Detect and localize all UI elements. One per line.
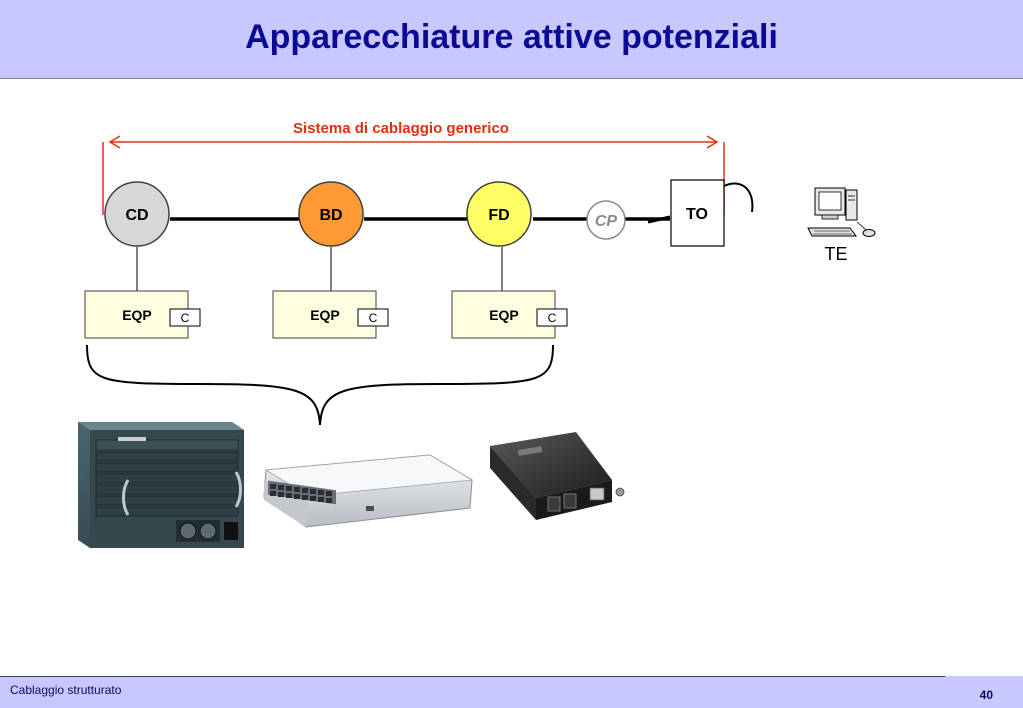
- patch-cord: [723, 182, 754, 213]
- node-cd-label: CD: [125, 207, 148, 224]
- span-arrow-right: [706, 135, 719, 149]
- eqp-connector-3: [536, 308, 568, 327]
- node-to: [670, 179, 725, 247]
- node-to-label: TO: [686, 206, 708, 223]
- node-cp: [586, 200, 626, 240]
- cabling-span: [102, 135, 725, 215]
- slide-title: Apparecchiature attive potenziali: [245, 18, 778, 56]
- node-te-label: TE: [824, 244, 847, 264]
- computer-icon: [807, 187, 876, 237]
- slide-footer: [0, 676, 1023, 708]
- grouping-brace: [86, 344, 554, 426]
- chassis-switch-picture: [78, 422, 244, 548]
- eqp-connector-label-1: C: [181, 311, 190, 325]
- eqp-box-3: EQP C: [451, 290, 568, 339]
- node-fd: [466, 181, 532, 247]
- node-cd: [104, 181, 170, 247]
- footer-course-title: Cablaggio strutturato: [10, 683, 122, 697]
- node-fd-label: FD: [488, 207, 509, 224]
- eqp-connector-1: [169, 308, 201, 327]
- slide-header: [0, 0, 1023, 79]
- span-label: Sistema di cablaggio generico: [293, 120, 509, 137]
- span-arrow-left: [108, 135, 121, 149]
- page-number: 40: [979, 688, 993, 702]
- eqp-box-2: EQP C: [272, 290, 389, 339]
- cable-cp-to-bend: [647, 215, 671, 224]
- media-converter-picture: [490, 432, 625, 520]
- node-bd-label: BD: [319, 207, 342, 224]
- rack-switch-picture: [263, 454, 474, 528]
- eqp-connector-2: [357, 308, 389, 327]
- eqp-label-1: EQP: [122, 307, 152, 323]
- footer-divider: [0, 676, 945, 677]
- eqp-connector-label-2: C: [369, 311, 378, 325]
- eqp-label-2: EQP: [310, 307, 340, 323]
- node-cp-label: CP: [595, 213, 618, 230]
- eqp-connector-label-3: C: [548, 311, 557, 325]
- node-bd: [298, 181, 364, 247]
- eqp-label-3: EQP: [489, 307, 519, 323]
- eqp-box-1: EQP C: [84, 290, 201, 339]
